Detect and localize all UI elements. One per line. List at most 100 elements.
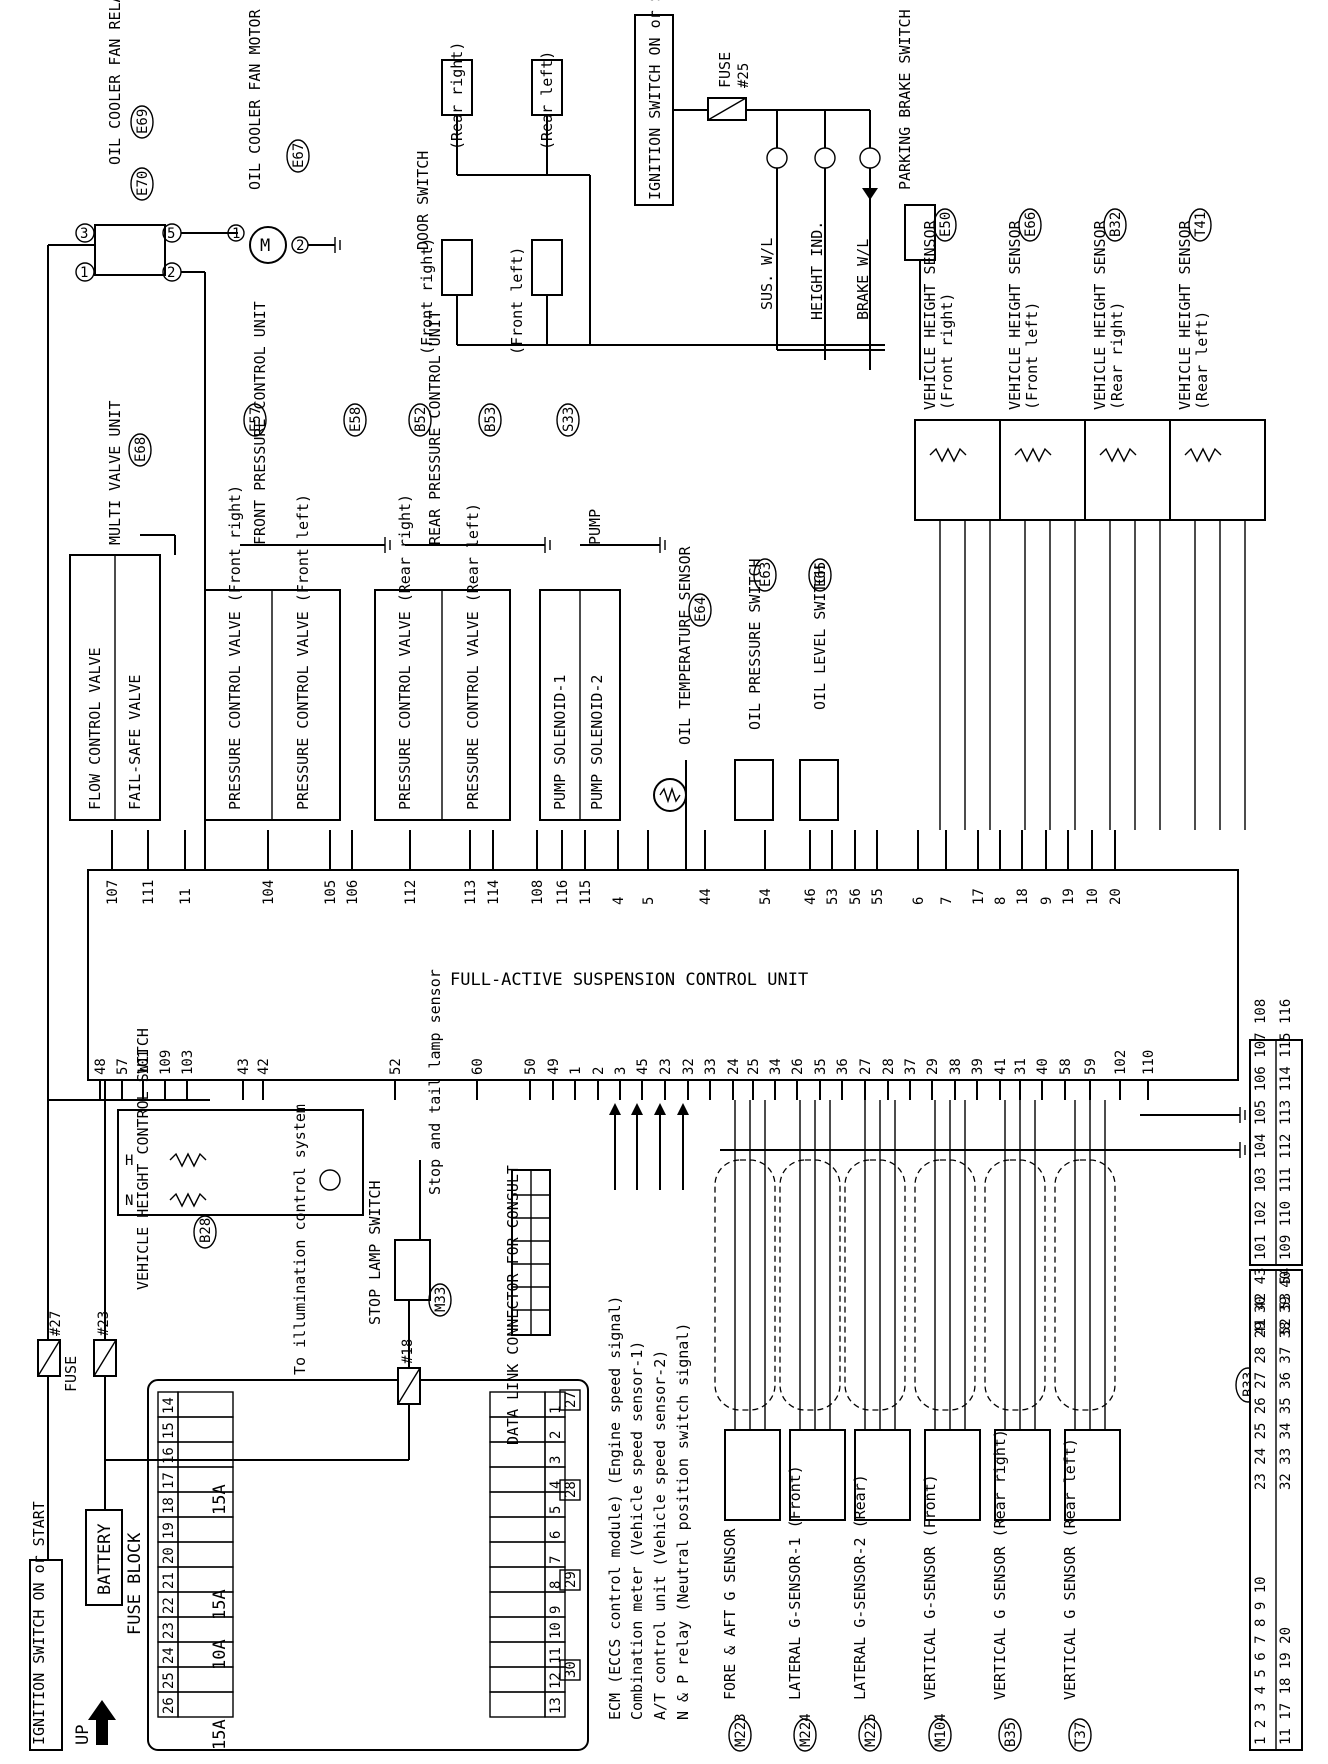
pin-17: 17	[971, 888, 987, 905]
stop-tail-label: Stop and tail lamp sensor	[426, 969, 444, 1195]
table-row-g: 101 102 103 104 105 106 107 108	[1253, 999, 1269, 1260]
pin-49: 49	[546, 1058, 562, 1075]
pin-5: 5	[641, 897, 657, 905]
fuse-bottom-num: 30	[563, 1661, 579, 1678]
pin-43: 43	[236, 1058, 252, 1075]
pin-1: 1	[568, 1067, 584, 1075]
pin-102: 102	[1113, 1050, 1129, 1075]
rr-label: (Rear right)	[448, 42, 466, 150]
fuse-23-num: #23	[96, 1311, 112, 1336]
fuse-27-label: FUSE	[62, 1356, 80, 1392]
pin-44: 44	[698, 888, 714, 905]
conn-e58: E58	[348, 407, 364, 432]
pin-50: 50	[523, 1058, 539, 1075]
height-sensor-box	[999, 419, 1096, 521]
fuse-num-right: 3	[548, 1456, 564, 1464]
pin-23: 23	[658, 1058, 674, 1075]
pin-111: 111	[141, 880, 157, 905]
up-arrow-icon	[88, 1700, 116, 1745]
ignition-top-line1: IGNITION SWITCH ON or START	[30, 1501, 48, 1745]
fuse-27-num: #27	[48, 1311, 64, 1336]
pin-25: 25	[746, 1058, 762, 1075]
pin-103: 103	[180, 1050, 196, 1075]
rear-unit-label: REAR PRESSURE CONTROL UNIT	[426, 310, 444, 545]
conn-m104: M104	[933, 1713, 949, 1747]
g-sensor-name: VERTICAL G SENSOR (Rear right)	[991, 1429, 1009, 1700]
g-sensor-box	[994, 1429, 1051, 1521]
conn-e67: E67	[291, 143, 307, 168]
g-sensor-name: LATERAL G-SENSOR-1 (Front)	[786, 1465, 804, 1700]
fuse-rating: 10A	[210, 1639, 230, 1670]
pin-59: 59	[1083, 1058, 1099, 1075]
pin-104: 104	[261, 880, 277, 905]
fuse-num-right: 13	[548, 1697, 564, 1714]
front-unit-label: FRONT PRESSURE CONTROL UNIT	[251, 301, 269, 545]
pin-39: 39	[970, 1058, 986, 1075]
pump-sol2-label: PUMP SOLENOID-2	[588, 675, 606, 810]
pin-8: 8	[993, 897, 1009, 905]
fuse-num-left: 24	[161, 1647, 177, 1664]
control-unit-title: FULL-ACTIVE SUSPENSION CONTROL UNIT	[450, 970, 808, 990]
conn-e68: E68	[133, 437, 149, 462]
svg-text:2: 2	[296, 238, 304, 254]
svg-text:1: 1	[80, 265, 88, 281]
fuse-num-right: 6	[548, 1531, 564, 1539]
fuse-bottom-num: 27	[563, 1391, 579, 1408]
table-row-1: 11 17 18 19 20	[1278, 1627, 1294, 1745]
oil-pressure-switch	[734, 759, 774, 821]
height-sensor-box	[1169, 419, 1266, 521]
conn-t41: T41	[1193, 212, 1209, 237]
pin-29: 29	[925, 1058, 941, 1075]
pin-37: 37	[903, 1058, 919, 1075]
pin-57: 57	[115, 1058, 131, 1075]
svg-text:3: 3	[80, 226, 88, 242]
control-unit-box	[87, 869, 1239, 1081]
g-sensor-box	[1064, 1429, 1121, 1521]
fuse-num-right: 4	[548, 1481, 564, 1489]
pin-60: 60	[470, 1058, 486, 1075]
signal-sources: ECM (ECCS control module) (Engine speed …	[606, 1103, 692, 1720]
pin-106: 106	[345, 880, 361, 905]
pin-108: 108	[530, 880, 546, 905]
door-switch-label: DOOR SWITCH	[414, 151, 432, 250]
fuse-num-left: 26	[161, 1697, 177, 1714]
height-control-switch	[117, 1109, 364, 1216]
signal-3: A/T control unit (Vehicle speed sensor-2…	[651, 1350, 669, 1720]
pin-19: 19	[1061, 888, 1077, 905]
fuse-num-right: 1	[548, 1406, 564, 1414]
fuse-num-left: 18	[161, 1497, 177, 1514]
door-switch-rr	[441, 59, 473, 116]
pin-28: 28	[881, 1058, 897, 1075]
fuse-num-right: 8	[548, 1581, 564, 1589]
ignition-right-label: IGNITION SWITCH ON or START	[646, 0, 664, 200]
height-switch-label: VEHICLE HEIGHT CONTROL SWITCH	[134, 1028, 152, 1290]
height-sensor-pos: (Front right)	[938, 293, 956, 410]
height-sensor-name: VEHICLE HEIGHT SENSOR	[1091, 219, 1109, 410]
pin-41: 41	[993, 1058, 1009, 1075]
battery-box	[85, 1509, 123, 1606]
fuse-num-left: 20	[161, 1547, 177, 1564]
svg-text:2: 2	[167, 265, 175, 281]
fuse-num-left: 15	[161, 1422, 177, 1439]
fuse-num-right: 9	[548, 1606, 564, 1614]
door-switch-fl	[531, 239, 563, 296]
conn-e50: E50	[938, 212, 954, 237]
pin-40: 40	[1035, 1058, 1051, 1075]
pin-32: 32	[681, 1058, 697, 1075]
pin-114: 114	[486, 880, 502, 905]
fuse-num-left: 21	[161, 1572, 177, 1589]
g-sensor-name: VERTICAL G-SENSOR (Front)	[921, 1474, 939, 1700]
height-sensor-name: VEHICLE HEIGHT SENSOR	[1176, 219, 1194, 410]
pin-115: 115	[578, 880, 594, 905]
fl-label: (Front left)	[508, 247, 526, 355]
signal-2: Combination meter (Vehicle speed sensor-…	[628, 1341, 646, 1720]
brake-wl-label: BRAKE W/L	[854, 239, 872, 320]
fuse-25-num: #25	[736, 63, 752, 88]
illum-label: To illumination control system	[291, 1104, 309, 1375]
fuse-rating: 15A	[210, 1719, 230, 1750]
pin-54: 54	[758, 888, 774, 905]
table-row-2: 23 24 25 26 27 28 29 30	[1253, 1296, 1269, 1490]
